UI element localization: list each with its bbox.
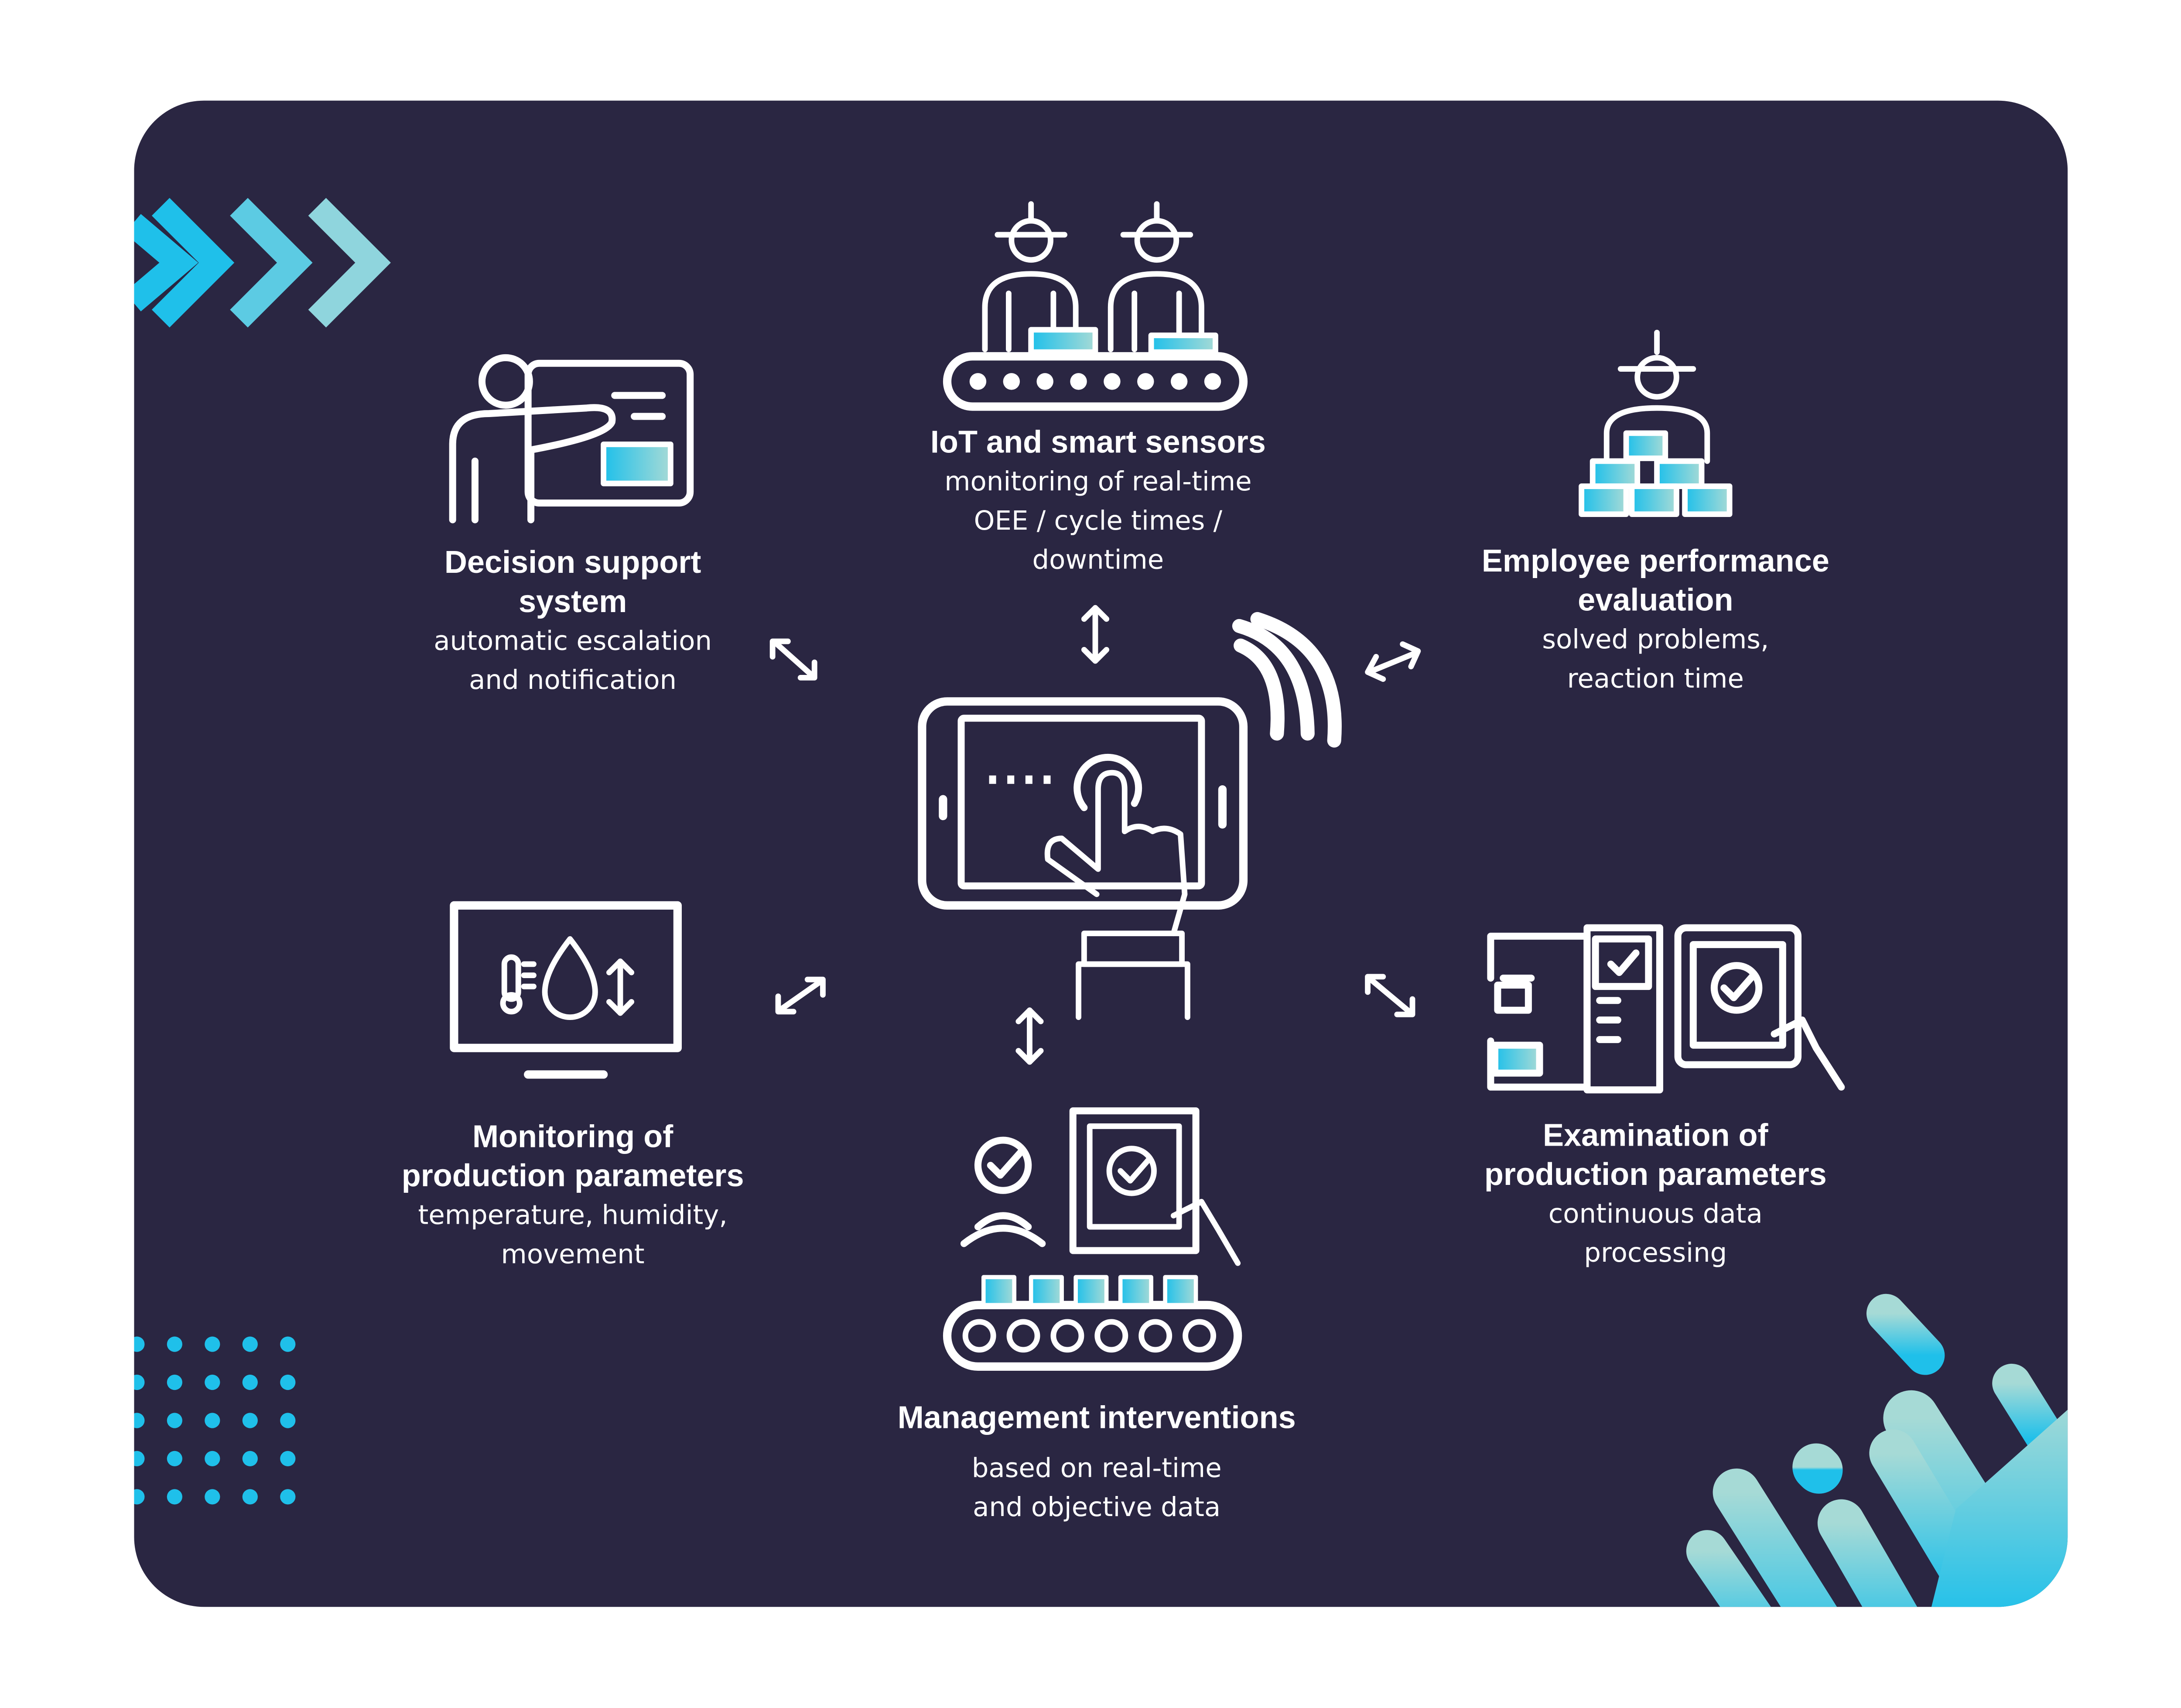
node-desc: temperature, humidity, [418,1200,728,1231]
dot [1070,373,1087,390]
node-desc: processing [1584,1238,1727,1269]
dot [280,1374,296,1390]
dot [1036,373,1053,390]
dot [205,1374,220,1390]
monitor-sensors-icon [450,901,682,1079]
tablet-touch-wireless-icon [918,612,1342,1020]
node-title: system [518,584,627,619]
dot [205,1413,220,1428]
arrow-examination [1365,974,1415,1017]
node-desc: solved problems, [1542,624,1769,656]
presenter-board-icon [449,354,694,524]
dot [280,1413,296,1428]
dot [134,1336,145,1352]
node-examination: Examination of production parameters conti… [1404,1116,1907,1273]
dot [1050,1319,1084,1353]
dot [205,1336,220,1352]
dot [280,1451,296,1467]
node-title: IoT and smart sensors [930,424,1266,460]
node-desc: movement [501,1239,645,1270]
arrow-decision [769,638,817,681]
node-title: evaluation [1578,582,1733,618]
dot [1006,1319,1040,1353]
node-title: production parameters [401,1158,744,1194]
chevrons-decoration [134,198,391,328]
dot [134,1374,145,1390]
node-desc: based on real-time [971,1453,1222,1484]
arrow-management [1015,1007,1044,1065]
dot [167,1336,182,1352]
dot [242,1451,258,1467]
node-title: Examination of [1543,1118,1768,1153]
dot [969,373,987,390]
node-title: production parameters [1484,1157,1827,1192]
dot [1138,1319,1173,1353]
node-title: Employee performance [1481,543,1829,578]
dot [167,1451,182,1467]
node-desc: and notification [469,665,677,696]
dot [1183,1319,1217,1353]
dot [167,1413,182,1428]
dots-decoration [134,1336,296,1505]
node-decision: Decision support system automatic escalati… [321,544,824,700]
arrow-monitoring [775,976,826,1015]
dot [134,1489,145,1505]
node-employee: Employee performance evaluation solved pro… [1404,542,1907,699]
node-title: Monitoring of [472,1119,673,1154]
node-desc: reaction time [1567,664,1744,695]
dot [1170,373,1188,390]
dot [280,1336,296,1352]
streaks-decoration [1686,1294,2068,1607]
dot [242,1336,258,1352]
worker-boxes-icon [1579,329,1733,517]
dot [167,1374,182,1390]
arrow-iot [1081,605,1110,664]
machine-tablet-check-icon [1487,924,1845,1094]
node-desc: and objective data [973,1492,1221,1523]
dot [1104,373,1121,390]
dot [1137,373,1154,390]
dot [205,1451,220,1467]
dot [280,1489,296,1505]
node-management: Management interventions based on real-ti… [845,1399,1348,1527]
dot [1003,373,1020,390]
arrow-employee [1365,641,1421,682]
dot [134,1413,145,1428]
dot [205,1489,220,1505]
node-title: Management interventions [897,1400,1296,1435]
dot [962,1319,996,1353]
dot [1204,373,1221,390]
node-monitoring: Monitoring of production parameters temper… [321,1118,824,1274]
dot [1094,1319,1128,1353]
node-iot: IoT and smart sensors monitoring of real-… [847,423,1350,580]
dot [242,1374,258,1390]
node-desc: continuous data [1548,1199,1763,1230]
dot [167,1489,182,1505]
dot [134,1451,145,1467]
node-desc: downtime [1032,545,1164,576]
node-desc: monitoring of real-time [944,466,1252,498]
conveyor-checklist-icon [943,1107,1242,1371]
node-desc: automatic escalation [434,626,712,657]
workers-conveyor-icon [943,201,1248,411]
node-title: Decision support [444,545,701,580]
dot [242,1413,258,1428]
node-desc: OEE / cycle times / [974,506,1223,537]
dot [242,1489,258,1505]
